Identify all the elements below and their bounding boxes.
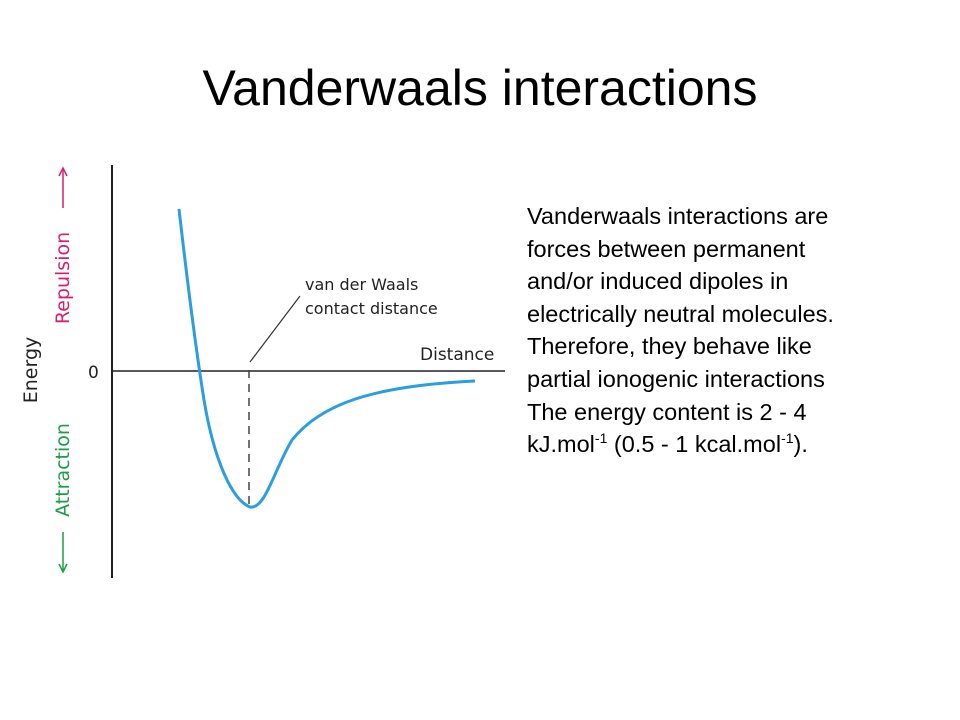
zero-label: 0 bbox=[88, 363, 99, 383]
body-line-3: and/or induced dipoles in bbox=[527, 268, 789, 295]
diagram-svg: 0 Distance Energy Repulsion Attraction v… bbox=[20, 165, 505, 578]
body-line-8-sup-1: -1 bbox=[594, 430, 608, 447]
potential-energy-curve bbox=[177, 208, 476, 509]
attraction-arrow-icon bbox=[58, 532, 68, 574]
body-line-8: kJ.mol-1 (0.5 - 1 kcal.mol-1). bbox=[527, 428, 947, 461]
body-line-8-a: kJ.mol bbox=[527, 431, 595, 458]
body-line-1: Vanderwaals interactions are bbox=[527, 203, 829, 229]
distance-label: Distance bbox=[420, 345, 494, 365]
energy-label: Energy bbox=[20, 337, 42, 404]
description-text: Vanderwaals interactions are forces betw… bbox=[527, 200, 947, 461]
callout-pointer bbox=[249, 295, 301, 363]
body-line-7: The energy content is 2 - 4 bbox=[527, 398, 807, 425]
callout-line-2: contact distance bbox=[305, 299, 438, 318]
body-line-8-c: ). bbox=[793, 431, 808, 458]
body-line-8-b: (0.5 - 1 kcal.mol bbox=[607, 431, 782, 458]
slide-title: Vanderwaals interactions bbox=[202, 60, 758, 116]
attraction-label: Attraction bbox=[52, 423, 74, 517]
body-line-5: Therefore, they behave like bbox=[527, 333, 812, 360]
body-line-8-sup-2: -1 bbox=[781, 430, 794, 447]
repulsion-arrow-icon bbox=[58, 166, 68, 208]
callout-line-1: van der Waals bbox=[305, 275, 418, 294]
repulsion-label: Repulsion bbox=[52, 232, 74, 324]
energy-distance-diagram: 0 Distance Energy Repulsion Attraction v… bbox=[0, 150, 520, 595]
body-line-6: partial ionogenic interactions bbox=[527, 365, 825, 392]
body-line-2: forces between permanent bbox=[527, 235, 806, 262]
body-line-4: electrically neutral molecules. bbox=[527, 300, 834, 327]
